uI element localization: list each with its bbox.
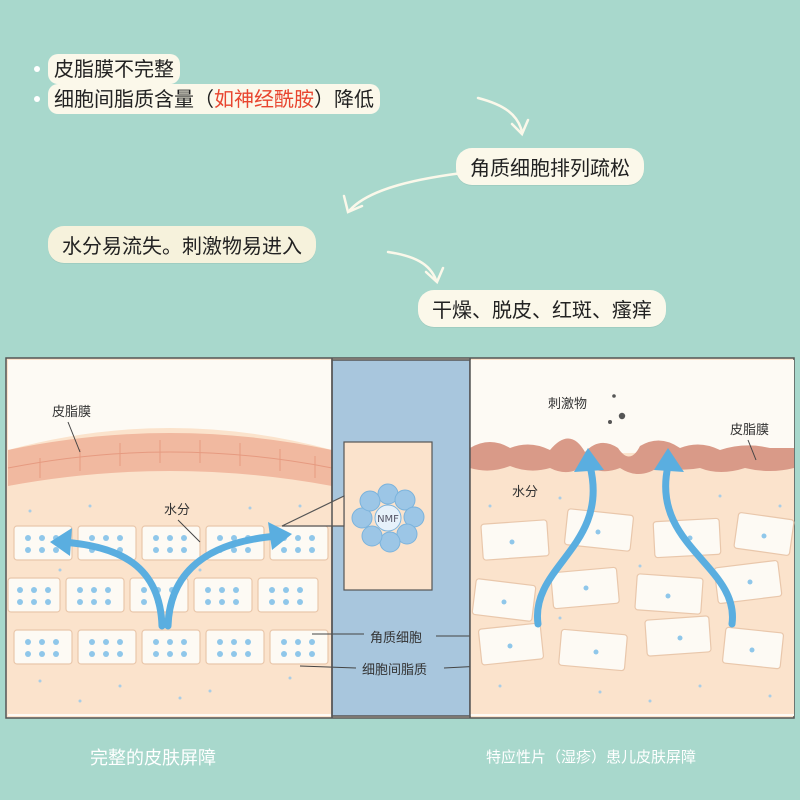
nmf-core <box>374 504 402 532</box>
right-arrow-head-1 <box>574 448 604 472</box>
left-sebum-layer <box>8 433 332 486</box>
right-water-label: 水分 <box>512 485 538 500</box>
nmf-zoom-pointer <box>281 495 345 527</box>
left-sebum-line <box>7 451 333 469</box>
middle-panel: NMF 角质细胞 细胞间脂质 <box>281 359 521 717</box>
left-sebum-pointer <box>67 421 81 453</box>
left-arrow-head-left <box>50 528 72 556</box>
right-panel: 刺激物 皮脂膜 水分 <box>470 360 795 716</box>
left-scatter-dots <box>28 504 302 703</box>
arrow-3 <box>386 250 438 282</box>
right-water-arrows <box>534 462 736 628</box>
bullet-dot <box>34 66 40 72</box>
left-sebum-ticks <box>39 440 316 478</box>
right-scatter-dots <box>488 494 782 703</box>
note-lipid-suffix: ）降低 <box>314 87 374 111</box>
bullet-dot <box>34 96 40 102</box>
right-corneocytes <box>471 508 795 672</box>
right-arrow-head-2 <box>654 448 684 472</box>
right-sebum-label: 皮脂膜 <box>730 423 769 438</box>
arrow-1-head <box>510 118 530 137</box>
step-water-loss: 水分易流失。刺激物易进入 <box>48 226 316 263</box>
left-sebum-label: 皮脂膜 <box>52 405 91 420</box>
lipid-pointer-left <box>299 665 357 669</box>
note-lipid-prefix: 细胞间脂质含量（ <box>54 87 214 111</box>
note-lipid-decrease: 细胞间脂质含量（如神经酰胺）降低 <box>48 84 380 114</box>
skin-barrier-diagram: 皮脂膜 <box>5 357 795 719</box>
left-water-pointer <box>177 519 201 543</box>
step-symptoms: 干燥、脱皮、红斑、瘙痒 <box>418 290 666 327</box>
irritant-particles <box>608 394 626 424</box>
note-lipid-highlight: 如神经酰胺 <box>214 87 314 111</box>
right-sebum-pointer <box>747 439 757 461</box>
step-loose-corneocytes: 角质细胞排列疏松 <box>456 148 644 185</box>
left-water-arrows <box>58 532 282 630</box>
corneocyte-label: 角质细胞 <box>370 631 422 646</box>
caption-healthy-barrier: 完整的皮肤屏障 <box>90 748 216 769</box>
arrow-2-head <box>342 194 364 214</box>
lipid-label: 细胞间脂质 <box>362 663 427 678</box>
note-item: 细胞间脂质含量（如神经酰胺）降低 <box>34 84 380 114</box>
top-notes: 皮脂膜不完整 细胞间脂质含量（如神经酰胺）降低 <box>34 54 380 114</box>
nmf-label: NMF <box>377 514 399 525</box>
arrow-3-head <box>424 266 445 285</box>
note-item: 皮脂膜不完整 <box>34 54 380 84</box>
flow-arrows <box>342 96 530 285</box>
nmf-flower <box>351 483 425 553</box>
arrow-1 <box>476 96 524 134</box>
left-water-label: 水分 <box>164 503 190 518</box>
note-sebum-incomplete: 皮脂膜不完整 <box>48 54 180 84</box>
caption-eczema-barrier: 特应性片（湿疹）患儿皮肤屏障 <box>486 748 697 766</box>
arrow-2 <box>348 170 472 212</box>
right-skin <box>470 450 794 714</box>
left-panel: 皮脂膜 <box>7 360 333 716</box>
right-sebum-layer <box>470 438 794 475</box>
irritant-label: 刺激物 <box>548 397 587 412</box>
right-arrow-head-left <box>268 522 292 550</box>
